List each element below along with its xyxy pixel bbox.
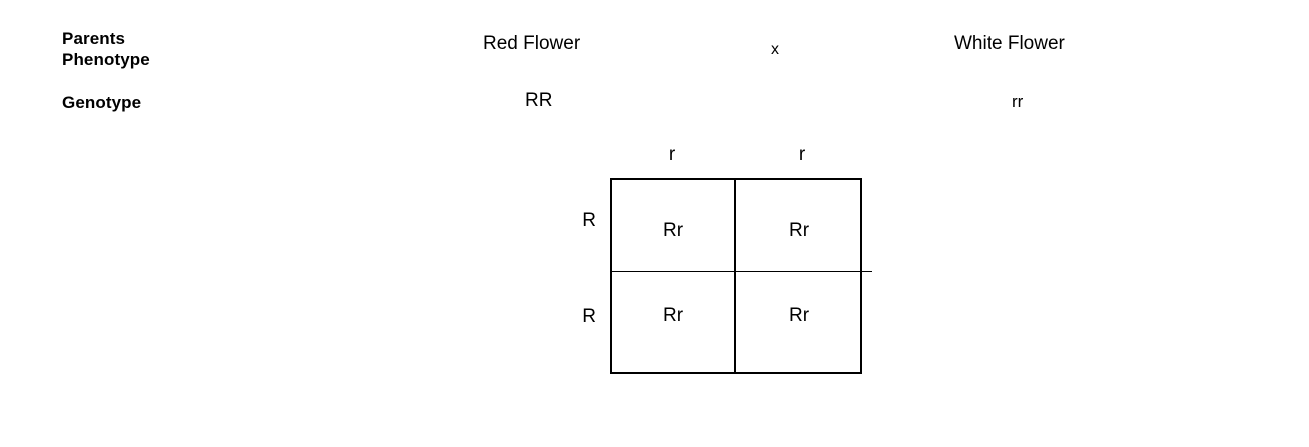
parents-phenotype-label: Parents Phenotype [62,29,150,69]
row-gamete-label-0: R [582,210,596,231]
parent-left-genotype: RR [525,90,553,111]
cross-symbol: x [771,41,779,58]
parent-right-phenotype: White Flower [954,33,1065,54]
punnett-square-grid [610,178,862,374]
punnett-vertical-divider [734,178,736,374]
column-gamete-label-1: r [798,144,806,165]
parent-right-genotype: rr [1012,92,1024,111]
punnett-cell-1-1: Rr [788,305,810,326]
genotype-label: Genotype [62,93,142,112]
parent-left-phenotype: Red Flower [483,33,581,54]
punnett-cell-0-1: Rr [788,220,810,241]
punnett-cell-1-0: Rr [662,305,684,326]
column-gamete-label-0: r [668,144,676,165]
punnett-horizontal-divider [610,271,872,272]
punnett-cell-0-0: Rr [662,220,684,241]
row-gamete-label-1: R [582,306,596,327]
